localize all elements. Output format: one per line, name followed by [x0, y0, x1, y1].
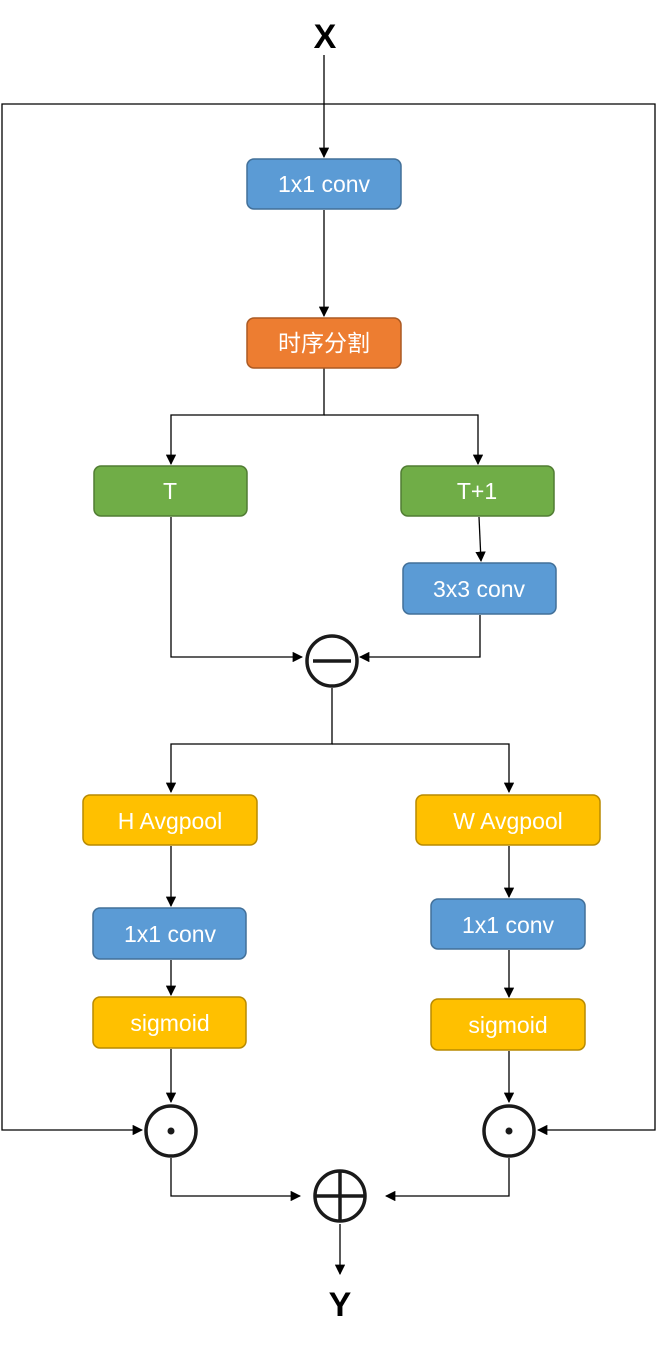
input-label: X [314, 18, 337, 56]
node-split-box [246, 317, 402, 369]
node-conv-in-label: 1x1 conv [278, 171, 371, 197]
edge-multright-to-add [384, 1158, 510, 1202]
node-h-pool-box [82, 794, 258, 846]
edge-subtract-to-hpool [165, 688, 333, 794]
node-conv-in-box [246, 158, 402, 210]
edges [1, 55, 656, 1276]
node-h-conv-label: 1x1 conv [124, 921, 217, 947]
edge-conv3-to-subtract [358, 615, 481, 663]
node-t: T [93, 465, 248, 517]
node-conv3: 3x3 conv [402, 562, 557, 615]
node-w-pool-label: W Avgpool [453, 808, 563, 834]
node-split: 时序分割 [246, 317, 402, 369]
node-t1-label: T+1 [457, 478, 497, 504]
node-h-sigmoid-label: sigmoid [130, 1010, 209, 1036]
node-conv3-label: 3x3 conv [433, 576, 526, 602]
node-w-conv: 1x1 conv [430, 898, 586, 950]
subtract-operator [305, 634, 359, 688]
node-w-sigmoid: sigmoid [430, 998, 586, 1051]
node-split-label: 时序分割 [278, 330, 370, 356]
add-operator [313, 1169, 367, 1223]
node-h-sigmoid: sigmoid [92, 996, 247, 1049]
dot-right-icon [505, 1127, 513, 1135]
node-conv-in: 1x1 conv [246, 158, 402, 210]
node-conv3-box [402, 562, 557, 615]
edge-t-to-subtract [170, 517, 304, 663]
node-h-sigmoid-box [92, 996, 247, 1049]
edge-split-to-t1 [324, 414, 484, 466]
node-w-pool-box [415, 794, 601, 846]
node-w-conv-box [430, 898, 586, 950]
node-w-pool: W Avgpool [415, 794, 601, 846]
node-h-pool-label: H Avgpool [118, 808, 222, 834]
edge-split-to-t [165, 368, 325, 466]
edge-multleft-to-add [170, 1158, 302, 1202]
node-t1: T+1 [400, 465, 555, 517]
node-h-conv: 1x1 conv [92, 907, 247, 960]
edge-t1-to-conv3 [475, 516, 486, 563]
node-h-conv-box [92, 907, 247, 960]
node-t-label: T [163, 478, 177, 504]
multiply-right-operator [482, 1104, 536, 1158]
node-h-pool: H Avgpool [82, 794, 258, 846]
dot-left-icon [167, 1127, 175, 1135]
node-w-sigmoid-label: sigmoid [468, 1012, 547, 1038]
node-w-sigmoid-box [430, 998, 586, 1051]
edge-residual-left [1, 103, 324, 1136]
edge-subtract-to-wpool [332, 743, 515, 794]
multiply-left-operator [144, 1104, 198, 1158]
node-t-box [93, 465, 248, 517]
output-label: Y [329, 1286, 352, 1324]
node-w-conv-label: 1x1 conv [462, 912, 555, 938]
node-t1-box [400, 465, 555, 517]
edge-residual-right [324, 103, 656, 1136]
